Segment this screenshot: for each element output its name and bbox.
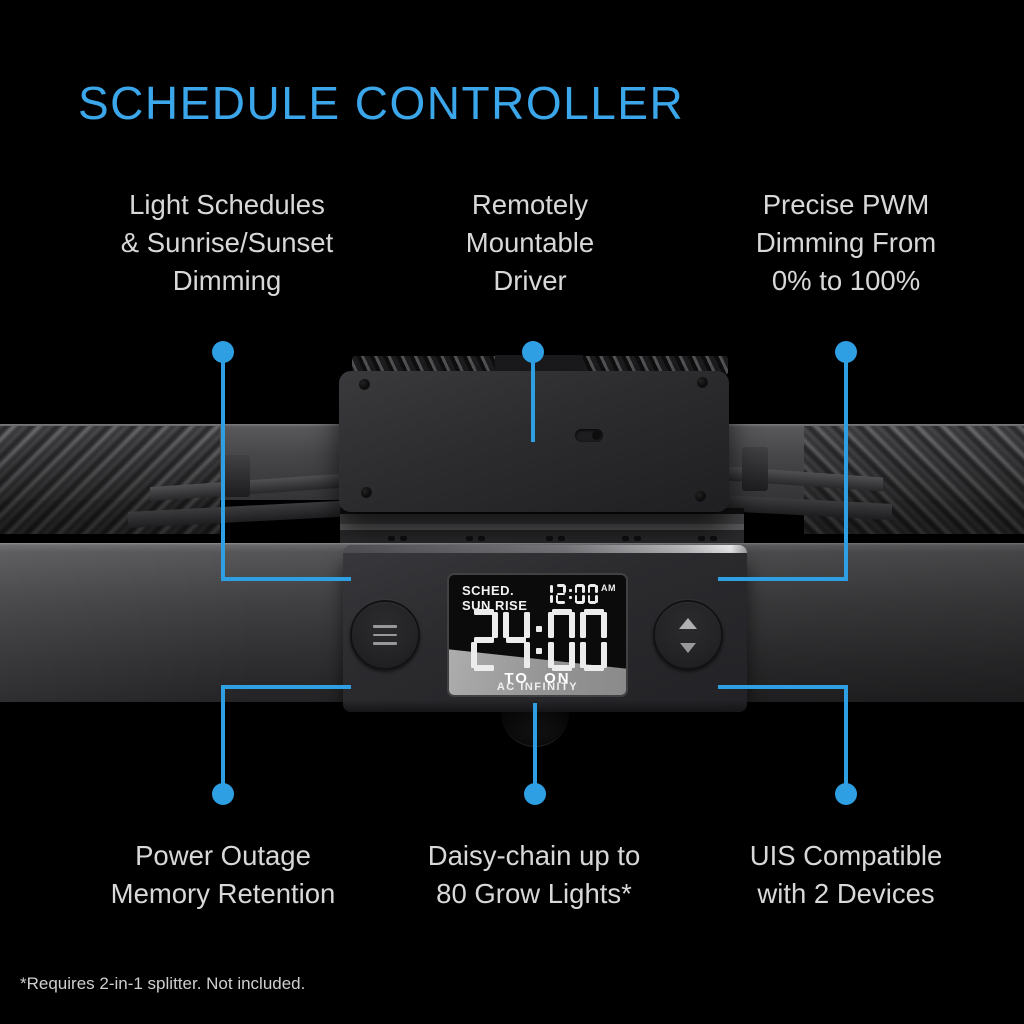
- display-clock: AM: [542, 583, 616, 609]
- display-status-label: TO ON: [504, 670, 571, 687]
- driver-port: [575, 429, 603, 442]
- controller-panel-bottom-edge: [343, 700, 747, 712]
- mounting-bracket: [742, 447, 768, 491]
- controller-panel: SCHED. SUN RISE AM TO ON AC INFINITY: [343, 553, 747, 712]
- callout-power-outage: Power Outage Memory Retention: [13, 837, 433, 913]
- timer-digits: [461, 609, 617, 671]
- callout-line: [844, 685, 848, 785]
- callout-pwm-dimming: Precise PWM Dimming From 0% to 100%: [636, 186, 1024, 300]
- footnote: *Requires 2-in-1 splitter. Not included.: [20, 974, 306, 993]
- callout-dot: [835, 341, 857, 363]
- callout-dot: [212, 783, 234, 805]
- callout-uis-compatible: UIS Compatible with 2 Devices: [636, 837, 1024, 913]
- mounting-bracket: [224, 455, 250, 497]
- menu-icon: [373, 625, 397, 628]
- callout-text-line: with 2 Devices: [757, 878, 935, 909]
- arrow-down-icon: [680, 642, 696, 653]
- page-title: SCHEDULE CONTROLLER: [78, 77, 685, 129]
- callout-line: [533, 703, 537, 785]
- callout-text-line: Daisy-chain up to: [427, 840, 641, 871]
- clock-digits: [542, 584, 599, 608]
- callout-dot: [524, 783, 546, 805]
- display-brand-label: AC INFINITY: [496, 681, 579, 693]
- callout-line: [221, 577, 351, 581]
- callout-dot: [212, 341, 234, 363]
- callout-line: [844, 360, 848, 581]
- callout-text-line: Mountable: [465, 227, 595, 258]
- arrow-up-icon: [679, 617, 697, 629]
- callout-text-line: 80 Grow Lights*: [436, 878, 632, 909]
- menu-button[interactable]: [350, 600, 420, 670]
- mounting-rail: [340, 508, 744, 546]
- callout-line: [221, 685, 225, 785]
- callout-text-line: & Sunrise/Sunset: [120, 227, 334, 258]
- callout-remotely-mountable: Remotely Mountable Driver: [320, 186, 740, 300]
- callout-light-schedules: Light Schedules & Sunrise/Sunset Dimming: [17, 186, 437, 300]
- callout-text-line: Precise PWM: [762, 189, 930, 220]
- callout-daisy-chain: Daisy-chain up to 80 Grow Lights*: [324, 837, 744, 913]
- callout-dot: [522, 341, 544, 363]
- clock-meridiem: AM: [601, 583, 616, 593]
- updown-button[interactable]: [653, 600, 723, 670]
- callout-text-line: 0% to 100%: [771, 265, 921, 296]
- callout-line: [718, 685, 848, 689]
- callout-dot: [835, 783, 857, 805]
- callout-line: [531, 360, 535, 442]
- callout-text-line: UIS Compatible: [749, 840, 943, 871]
- menu-icon: [373, 642, 397, 645]
- menu-icon: [373, 633, 397, 637]
- callout-text-line: Remotely: [471, 189, 589, 220]
- callout-text-line: Dimming: [172, 265, 282, 296]
- display-mode-line1: SCHED.: [462, 583, 515, 598]
- callout-text-line: Driver: [493, 265, 567, 296]
- driver-top-plate: [495, 355, 583, 375]
- callout-text-line: Memory Retention: [110, 878, 336, 909]
- callout-line: [221, 685, 351, 689]
- controller-display: SCHED. SUN RISE AM TO ON AC INFINITY: [447, 573, 628, 697]
- callout-line: [221, 360, 225, 581]
- callout-text-line: Light Schedules: [129, 189, 325, 220]
- callout-text-line: Power Outage: [135, 840, 311, 871]
- callout-text-line: Dimming From: [755, 227, 937, 258]
- callout-line: [718, 577, 848, 581]
